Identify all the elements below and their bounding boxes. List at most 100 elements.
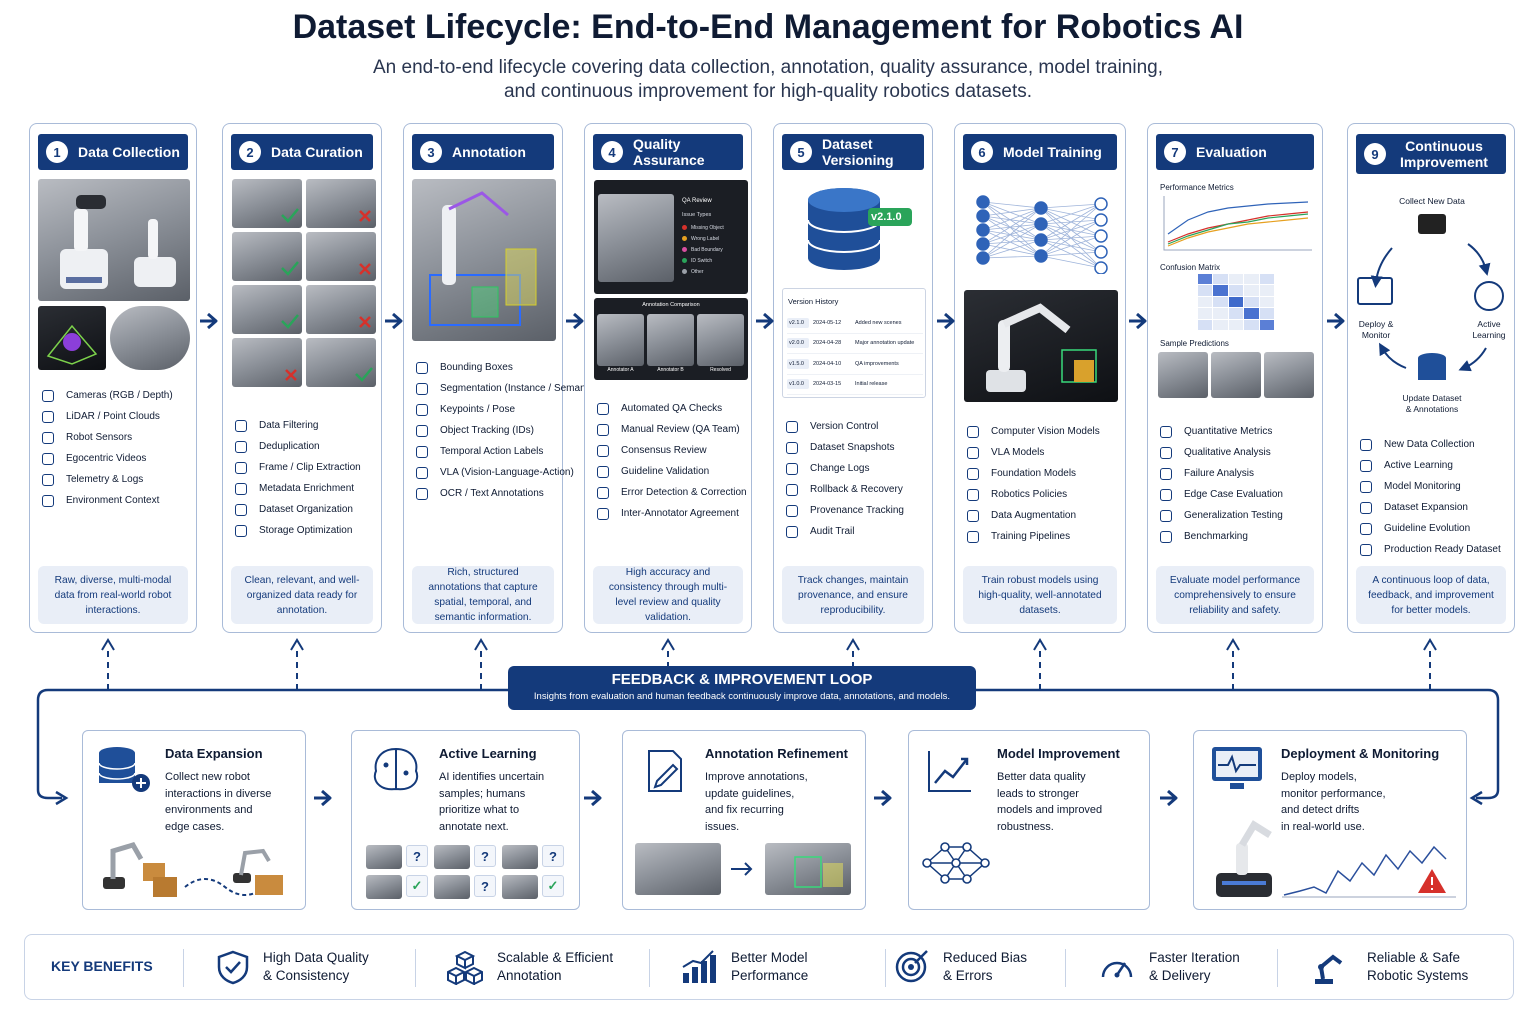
database-stack-icon [98, 747, 150, 792]
feedback-loop-banner: FEEDBACK & IMPROVEMENT LOOP Insights fro… [508, 666, 976, 710]
performance-metrics-chart [1163, 196, 1312, 251]
feedback-arrowhead [846, 638, 860, 651]
network-node [1034, 233, 1048, 247]
flow-arrow [1129, 312, 1147, 330]
confusion-matrix-grid [1198, 274, 1274, 330]
card-title: Deployment & Monitoring [1281, 746, 1440, 761]
stage-item: Foundation Models [967, 463, 1119, 484]
stage-item: Object Tracking (IDs) [416, 420, 556, 441]
stage-item: Provenance Tracking [786, 500, 926, 521]
benefit-text: Reduced Bias& Errors [943, 950, 1028, 983]
sample-thumb [502, 875, 538, 899]
robot-boxes-illustration [103, 842, 283, 897]
stage-item: VLA (Vision-Language-Action) [416, 462, 574, 483]
drift-detection-chart [1282, 845, 1456, 898]
database-icon [807, 188, 912, 270]
network-node [1094, 245, 1108, 259]
flow-arrow [314, 789, 332, 807]
question-icon: ? [406, 845, 428, 867]
stage-footer: Rich, structured annotations that captur… [412, 566, 554, 624]
matrix-cell [1198, 285, 1213, 296]
stage-item: Segmentation (Instance / Semantic) [416, 378, 599, 399]
card-description: Deploy models,monitor performance,and de… [1281, 771, 1386, 833]
curation-thumb [306, 232, 376, 281]
stage-item-icon [967, 488, 979, 501]
stage-item-icon [1160, 530, 1172, 543]
check-icon: ✓ [406, 875, 428, 897]
question-icon: ? [474, 875, 496, 897]
stage-item: Dataset Expansion [1360, 497, 1508, 518]
growth-bars-icon [682, 950, 716, 983]
stage-footer: A continuous loop of data, feedback, and… [1356, 566, 1506, 624]
lidar-pointcloud-thumb [38, 306, 106, 370]
stage-item-icon [42, 389, 54, 402]
card-title: Active Learning [439, 746, 537, 761]
loop-update-label: Update Dataset& Annotations [1402, 393, 1462, 414]
confusion-matrix-label: Confusion Matrix [1160, 263, 1221, 272]
sample-prediction-thumb [1158, 352, 1208, 398]
flow-arrow [1160, 789, 1178, 807]
matrix-cell [1259, 274, 1274, 285]
stage-item-icon [42, 452, 54, 465]
matrix-cell [1244, 285, 1259, 296]
stage-item: Bounding Boxes [416, 357, 556, 378]
robot-illustration [60, 195, 176, 289]
card-title: Annotation Refinement [705, 746, 848, 761]
neural-network-icon [976, 195, 1108, 274]
stage-item-icon [42, 410, 54, 423]
network-node [1034, 249, 1048, 263]
question-icon: ? [474, 845, 496, 867]
curation-thumbnail-grid [232, 179, 376, 389]
stage-item-icon [416, 361, 428, 374]
stage-item-icon [1360, 480, 1372, 493]
trend-chart-icon [928, 751, 971, 792]
stage-item: Rollback & Recovery [786, 479, 926, 500]
curation-thumb [232, 179, 302, 228]
sample-thumb [502, 845, 538, 869]
stage-item-icon [416, 382, 428, 395]
card-title: Data Expansion [165, 746, 263, 761]
stage-item-icon [1360, 459, 1372, 472]
stage-item-icon [235, 461, 247, 474]
stage-item: Robotics Policies [967, 484, 1119, 505]
stage-item: Training Pipelines [967, 526, 1119, 547]
issue-dot-icon [682, 225, 687, 230]
matrix-cell [1228, 319, 1244, 330]
network-node [976, 237, 990, 251]
loop-collect-label: Collect New Data [1399, 196, 1465, 206]
stage-item: Metadata Enrichment [235, 478, 375, 499]
stage-item-list: Cameras (RGB / Depth)LiDAR / Point Cloud… [42, 385, 190, 511]
sample-thumb [366, 875, 402, 899]
matrix-cell [1198, 296, 1213, 308]
network-graph-icon [922, 842, 990, 884]
stage-item-icon [786, 420, 798, 433]
shield-check-icon [217, 950, 249, 985]
stage-footer: Clean, relevant, and well-organized data… [231, 566, 373, 624]
stage-item: OCR / Text Annotations [416, 483, 556, 504]
loop-arrowhead [1469, 790, 1483, 806]
curation-thumb [306, 285, 376, 334]
sample-prediction-thumb [1264, 352, 1314, 398]
arrow-right-icon [731, 862, 753, 876]
performance-metrics-label: Performance Metrics [1160, 183, 1234, 192]
stage-item: Benchmarking [1160, 526, 1316, 547]
stage-item-icon [597, 444, 609, 457]
stage-item: Computer Vision Models [967, 421, 1119, 442]
benefit-text: Faster Iteration& Delivery [1149, 950, 1240, 983]
stage-item: Dataset Organization [235, 499, 375, 520]
